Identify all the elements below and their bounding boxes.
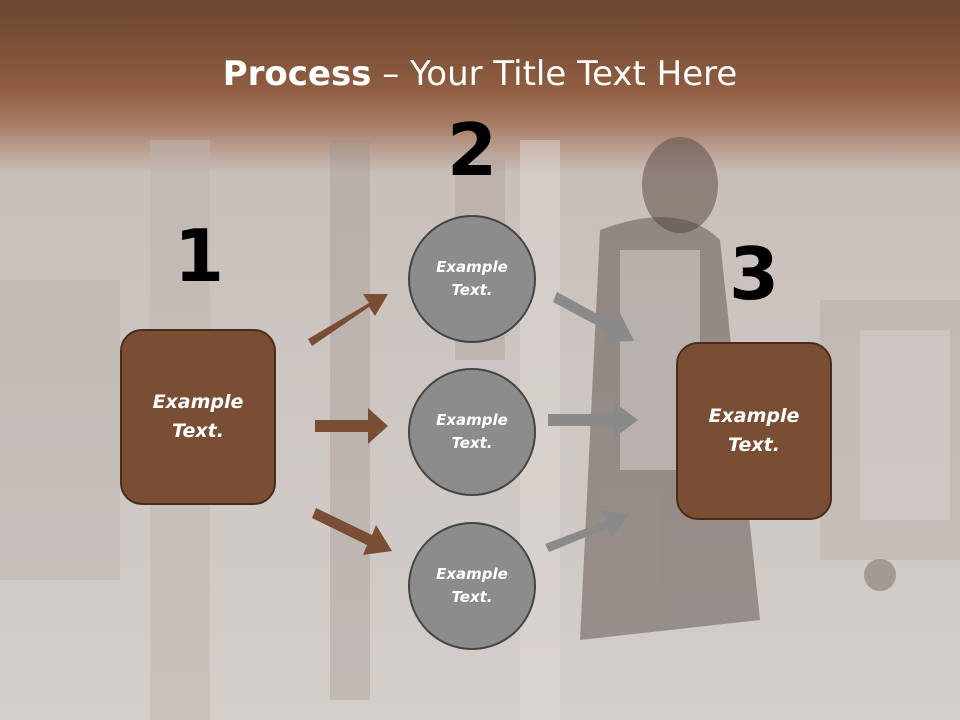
title-bold: Process bbox=[222, 54, 372, 94]
step-number-1: 1 bbox=[173, 214, 225, 298]
arrow-to-circle-2 bbox=[315, 408, 388, 444]
circle-3-line2: Text. bbox=[451, 588, 493, 606]
brown-arrows bbox=[308, 294, 392, 555]
process-circle-2: Example Text. bbox=[408, 368, 536, 496]
left-box-line1: Example bbox=[152, 391, 244, 413]
circle-2-line2: Text. bbox=[451, 434, 493, 452]
step-number-3: 3 bbox=[728, 232, 780, 316]
arrow-to-circle-1 bbox=[308, 294, 388, 346]
left-process-box: Example Text. bbox=[120, 329, 276, 505]
circle-2-line1: Example bbox=[436, 411, 508, 429]
process-circle-1: Example Text. bbox=[408, 215, 536, 343]
arrow-from-circle-2 bbox=[548, 402, 638, 438]
step-number-2: 2 bbox=[446, 108, 498, 192]
arrow-from-circle-3 bbox=[545, 510, 630, 552]
right-box-line1: Example bbox=[708, 405, 800, 427]
circle-1-line1: Example bbox=[436, 258, 508, 276]
left-box-line2: Text. bbox=[172, 420, 224, 442]
circle-1-line2: Text. bbox=[451, 281, 493, 299]
gray-arrows bbox=[545, 292, 638, 552]
title-rest: – Your Title Text Here bbox=[371, 54, 738, 94]
right-process-box: Example Text. bbox=[676, 342, 832, 520]
arrow-from-circle-1 bbox=[553, 292, 634, 342]
process-circle-3: Example Text. bbox=[408, 522, 536, 650]
slide-title: Process – Your Title Text Here bbox=[0, 52, 960, 96]
right-box-line2: Text. bbox=[728, 434, 780, 456]
arrow-to-circle-3 bbox=[312, 508, 392, 555]
circle-3-line1: Example bbox=[436, 565, 508, 583]
